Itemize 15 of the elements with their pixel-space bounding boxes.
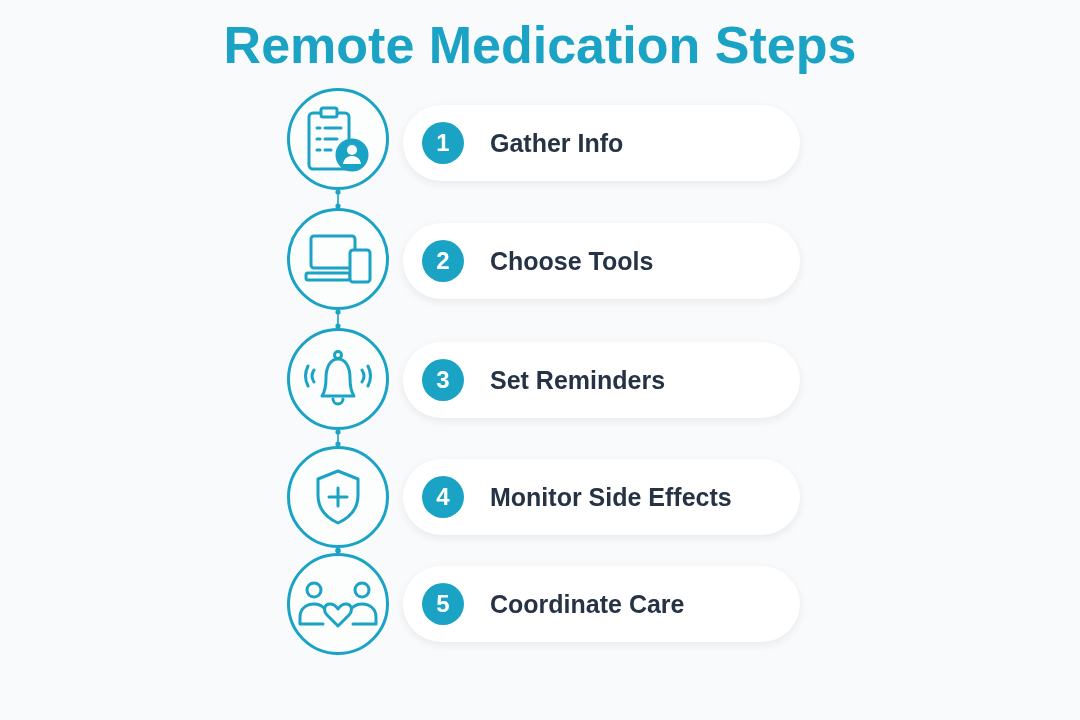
step-title: Choose Tools — [490, 246, 654, 277]
step-title: Set Reminders — [490, 365, 666, 396]
connector-line — [335, 429, 341, 447]
step-number: 3 — [422, 359, 464, 401]
connector-line — [335, 309, 341, 329]
step-title: Coordinate Care — [490, 589, 685, 620]
step-number: 2 — [422, 240, 464, 282]
step-title: Monitor Side Effects — [490, 482, 732, 513]
title: Remote Medication Steps — [223, 15, 857, 76]
connector-line — [335, 189, 341, 209]
connector-line — [335, 547, 341, 554]
step-number: 1 — [422, 122, 464, 164]
step-number: 5 — [422, 583, 464, 625]
step-title: Gather Info — [490, 128, 624, 159]
step-number: 4 — [422, 476, 464, 518]
